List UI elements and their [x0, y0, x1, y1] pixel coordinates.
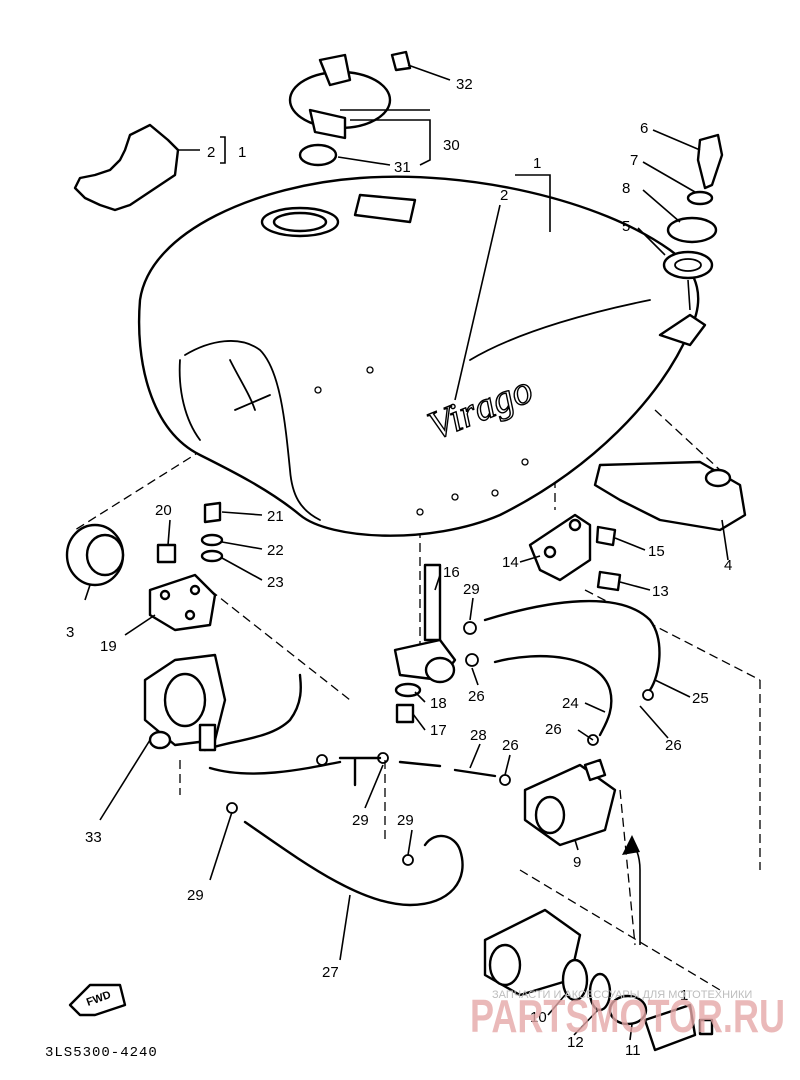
callout-1-pump: 1 — [680, 987, 688, 1004]
callout-31: 31 — [394, 159, 411, 176]
callout-5: 5 — [622, 218, 630, 235]
callout-11: 11 — [625, 1042, 641, 1059]
callout-6: 6 — [640, 120, 648, 137]
grommet — [65, 523, 125, 587]
fuel-tank: Virago — [137, 175, 707, 537]
tank-bracket — [528, 513, 622, 592]
callout-32: 32 — [456, 76, 473, 93]
callout-2-emblem: 2 — [207, 144, 215, 161]
vacuum-pump — [143, 653, 227, 752]
callout-21: 21 — [267, 508, 284, 525]
rear-mount-bracket — [593, 460, 747, 532]
callout-22: 22 — [267, 542, 284, 559]
callout-2-tank: 2 — [500, 187, 508, 204]
drawing-code: 3LS5300-4240 — [45, 1045, 158, 1061]
callout-8: 8 — [622, 180, 630, 197]
callout-19: 19 — [100, 638, 117, 655]
callout-29-left: 29 — [187, 887, 204, 904]
leader-lines — [84, 64, 729, 1041]
callout-17: 17 — [430, 722, 447, 739]
callout-20: 20 — [155, 502, 172, 519]
callout-labels: 32 30 31 2 1 1 2 6 7 8 5 4 15 13 14 16 2… — [66, 76, 732, 1059]
cap-seal — [298, 143, 338, 167]
callout-26-pump: 26 — [502, 737, 519, 754]
callout-1-tank: 1 — [533, 155, 541, 172]
assembly-arrow — [622, 835, 641, 945]
bracket-hardware — [156, 501, 224, 564]
callout-18: 18 — [430, 695, 447, 712]
callout-13: 13 — [652, 583, 669, 600]
watermark-caption: ЗАПЧАСТИ И АКСЕССУАРЫ ДЛЯ МОТОТЕХНИКИ — [492, 989, 752, 1001]
callout-29-petcock: 29 — [463, 581, 480, 598]
callout-3: 3 — [66, 624, 74, 641]
tank-emblem — [73, 123, 180, 212]
fuel-pump — [523, 758, 617, 847]
callout-26-petcock: 26 — [468, 688, 485, 705]
callout-25: 25 — [692, 690, 709, 707]
callout-28: 28 — [470, 727, 487, 744]
callout-9: 9 — [573, 854, 581, 871]
callout-24: 24 — [562, 695, 579, 712]
cap-bolt — [390, 50, 412, 72]
callout-1-emblem: 1 — [238, 144, 246, 161]
callout-16: 16 — [443, 564, 460, 581]
fwd-direction-marker: FWD — [68, 983, 127, 1017]
callout-14: 14 — [502, 554, 519, 571]
callout-4: 4 — [724, 557, 732, 574]
callout-30: 30 — [443, 137, 460, 154]
fuel-pump-components — [483, 908, 714, 1052]
callout-7: 7 — [630, 152, 638, 169]
fuel-hoses — [203, 599, 661, 907]
callout-10: 10 — [530, 1009, 547, 1026]
callout-29-lower: 29 — [397, 812, 414, 829]
pump-bracket-plate — [148, 573, 217, 632]
callout-15: 15 — [648, 543, 665, 560]
callout-23: 23 — [267, 574, 284, 591]
callout-27: 27 — [322, 964, 339, 981]
fuel-cap — [288, 50, 412, 167]
mount-hardware-top — [662, 133, 724, 280]
callout-26-hose: 26 — [545, 721, 562, 738]
callout-29-center: 29 — [352, 812, 369, 829]
watermark-brand: PARTSMOTOR.RU — [470, 990, 785, 1042]
callout-26-right: 26 — [665, 737, 682, 754]
callout-12: 12 — [567, 1034, 584, 1051]
watermark: ЗАПЧАСТИ И АКСЕССУАРЫ ДЛЯ МОТОТЕХНИКИ PA… — [470, 989, 785, 1042]
callout-33: 33 — [85, 829, 102, 846]
